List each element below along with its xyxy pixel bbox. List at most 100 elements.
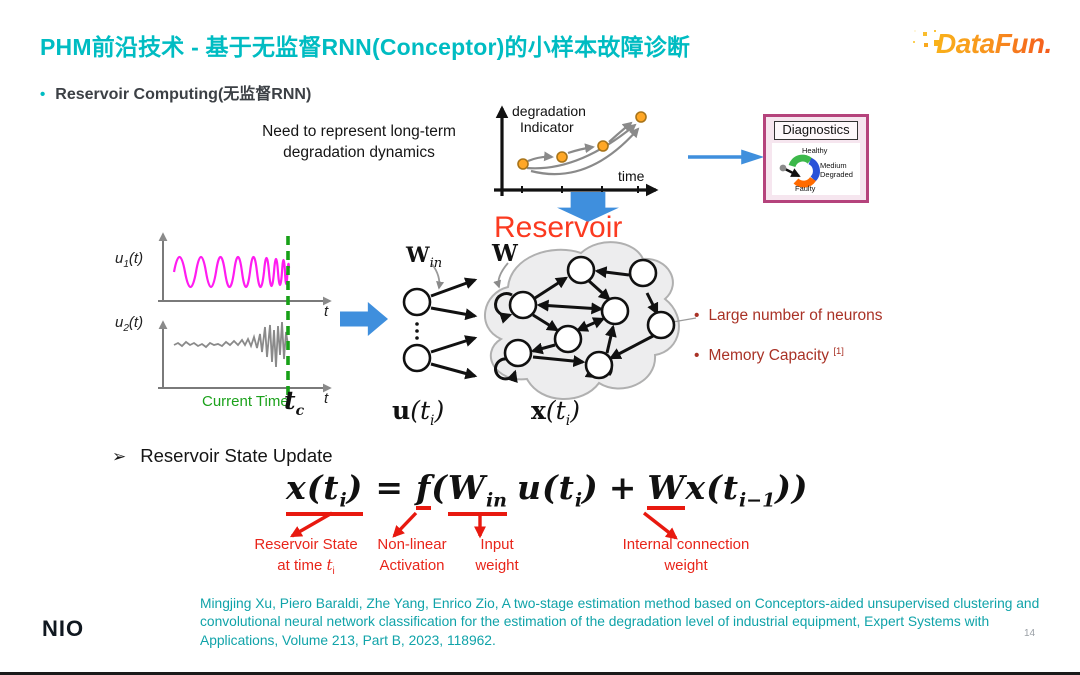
tc-base: t (284, 386, 296, 415)
input-nodes (402, 287, 432, 373)
note-text: Memory Capacity (708, 347, 834, 365)
reservoir-notes: • Large number of neurons • Memory Capacit… (694, 306, 954, 386)
formula-x2-term: x(ti−1)) (685, 468, 808, 512)
x-paren: (t (545, 396, 566, 425)
f-t1: (t (306, 468, 340, 507)
u-close: ) (434, 396, 445, 425)
annotation-line2: Activation (379, 557, 445, 574)
formula-f-term: f (416, 470, 432, 510)
page-title: PHM前沿技术 - 基于无监督RNN(Conceptor)的小样本故障诊断 (40, 34, 691, 60)
x-close: ) (570, 396, 580, 425)
bullet-icon: • (694, 307, 700, 325)
need-text-line1: Need to represent long-term (262, 123, 456, 140)
signal-axes (158, 232, 332, 393)
f-c2: ) (582, 468, 599, 507)
input-layer-diagram (402, 263, 478, 380)
f-t2: (t (541, 468, 575, 507)
gauge-label-healthy: Healthy (802, 146, 828, 155)
f-c1: ) (346, 468, 364, 507)
reservoir-network-diagram (484, 241, 697, 400)
y-axis-label-2: Indicator (520, 119, 574, 135)
need-text: Need to represent long-term degradation … (228, 122, 490, 164)
annotation-pre: at time (277, 557, 327, 574)
annotation-reservoir-state: Reservoir State at time ti (240, 534, 372, 579)
w-in-base: W (406, 242, 430, 267)
f-equals: = (375, 468, 405, 507)
formula-u-term: u(ti) (517, 468, 599, 512)
annotation-line2: weight (475, 557, 519, 574)
ellipsis-dots (415, 322, 419, 340)
annotation-arrows (289, 511, 678, 540)
annotation-line1: Reservoir State (254, 536, 358, 553)
arrow-to-diagnostics-icon (688, 149, 764, 165)
x-ti-label: x(ti) (531, 396, 580, 429)
x-sub: i (565, 413, 571, 429)
x-axis-label: time (618, 168, 645, 184)
page-number: 14 (1024, 628, 1036, 639)
u2-sub: 2 (123, 323, 129, 334)
f-in-sub: in (485, 489, 507, 512)
f-open-paren: ( (431, 468, 448, 507)
w-pointer-arrow (493, 262, 509, 289)
formula-x-term: x(ti) (286, 468, 364, 516)
annotation-sub: i (332, 566, 335, 577)
gauge-label-faulty: Faulty (795, 184, 816, 193)
data-points (517, 111, 647, 170)
gauge-label-medium: Medium (820, 161, 847, 170)
f-i3: i−1 (738, 489, 776, 512)
f-x2: x (685, 468, 707, 507)
u1-paren: (t) (128, 250, 144, 267)
state-update-heading-text: Reservoir State Update (140, 445, 333, 466)
annotation-nonlinear: Non-linear Activation (352, 534, 472, 576)
f-t3: (t (706, 468, 739, 507)
reservoir-neurons (503, 255, 676, 380)
input-signals-plot: t t (158, 232, 332, 407)
u2-label: u2(t) (115, 314, 143, 334)
recurrent-connections (494, 266, 659, 383)
note-text: Large number of neurons (708, 307, 883, 325)
annotation-line1: Non-linear (377, 536, 447, 553)
gauge-label-degraded: Degraded (820, 170, 853, 179)
state-update-formula: x(ti) = f ( Win u(ti) + W x(ti−1)) (286, 468, 809, 516)
formula-win-term: Win (447, 468, 507, 516)
u1-signal-curve (172, 255, 291, 289)
f-c3: )) (775, 468, 809, 507)
t-axis-label-1: t (324, 303, 329, 320)
f-i2: i (574, 489, 583, 512)
x-base: x (531, 396, 546, 425)
tc-label: tc (284, 386, 304, 419)
arrow-bullet-icon: ➢ (112, 447, 127, 466)
current-time-label: Current Time (202, 393, 289, 410)
y-axis-label-1: degradation (512, 103, 586, 119)
annotation-line2: weight (664, 557, 708, 574)
datafun-pixels-icon (934, 40, 940, 46)
annotation-line1: Internal connection (622, 536, 750, 553)
health-gauge-icon: Healthy Medium Degraded Faulty (779, 146, 853, 193)
u-base: u (392, 396, 411, 425)
w-label: W (492, 240, 518, 267)
tc-sub: c (295, 403, 305, 419)
u-sub: i (430, 413, 435, 429)
note-memory-capacity: •Memory Capacity [1] (694, 346, 954, 365)
annotation-line2: at time ti (240, 555, 372, 579)
formula-w-term: W (647, 470, 686, 510)
u2-paren: (t) (128, 314, 144, 331)
input-weight-arrows (430, 277, 478, 380)
diagnostics-title: Diagnostics (774, 121, 858, 140)
f-plus: + (608, 468, 638, 507)
f-W: W (447, 468, 486, 507)
bullet-icon: • (694, 347, 700, 365)
state-update-heading: ➢ Reservoir State Update (112, 445, 333, 467)
note-large-neurons: • Large number of neurons (694, 306, 954, 325)
f-i1: i (339, 489, 347, 512)
diagnostics-box: Diagnostics Healthy Medium Degraded Faul… (763, 114, 869, 203)
bullet-icon: • (40, 86, 46, 103)
nio-logo: NIO (42, 616, 85, 641)
citation-text: Mingjing Xu, Piero Baraldi, Zhe Yang, En… (200, 596, 1040, 648)
axis-ticks (521, 186, 639, 193)
u1-sub: 1 (123, 259, 129, 270)
reservoir-label: Reservoir (494, 211, 623, 244)
u2-base: u (115, 314, 124, 331)
arrow-to-network-icon (340, 302, 388, 336)
f-x: x (286, 468, 307, 507)
